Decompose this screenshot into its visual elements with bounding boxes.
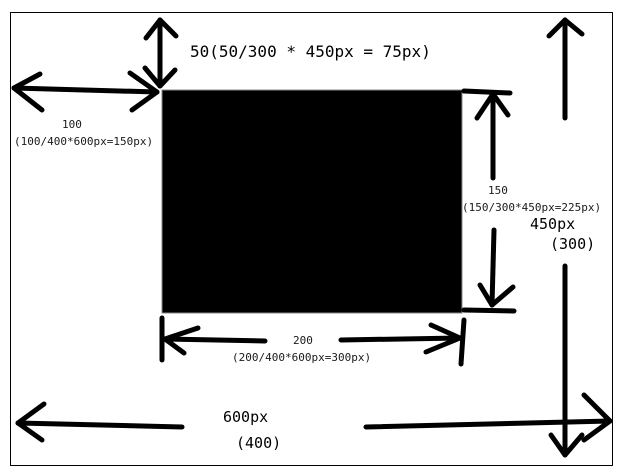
container-frame [10,12,613,466]
inner-box [161,89,463,314]
box-width-value: 200 [293,334,313,347]
left-offset-arrow [11,70,160,113]
box-height-formula: (150/300*450px=225px) [462,201,602,214]
container-width-units: (400) [236,434,282,452]
container-height-px: 450px [530,215,576,233]
box-width-arrow [159,315,467,367]
box-height-arrow [461,88,517,314]
left-offset-formula: (100/400*600px=150px) [14,135,154,148]
container-width-px: 600px [223,408,269,426]
left-offset-value: 100 [62,118,82,131]
top-offset-label: 50(50/300 * 450px = 75px) [190,42,431,61]
box-width-formula: (200/400*600px=300px) [232,351,372,364]
box-height-value: 150 [488,184,508,197]
top-offset-arrow [142,17,179,89]
container-width-arrow [15,392,613,443]
container-height-units: (300) [550,235,596,253]
